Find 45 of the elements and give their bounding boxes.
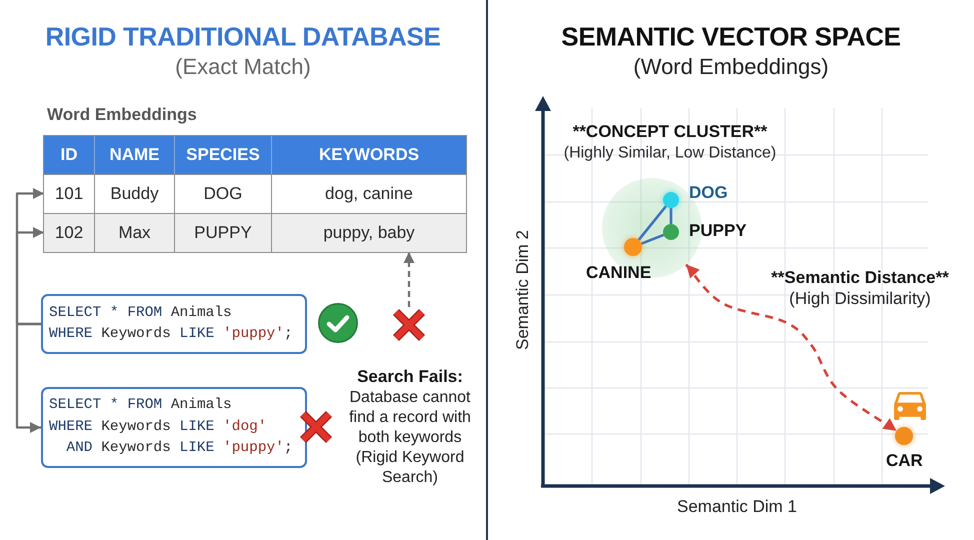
panel-subtitle: (Exact Match) [175, 54, 311, 80]
point-label: CANINE [586, 262, 652, 284]
note-heading: **Semantic Distance** [771, 268, 949, 288]
link-line [670, 208, 672, 224]
link-line [640, 234, 664, 245]
note-heading: Search Fails: [357, 366, 463, 388]
cross-icon [391, 307, 427, 343]
cluster-heading: **CONCEPT CLUSTER** [572, 122, 768, 142]
arrow [16, 322, 41, 433]
table-row [44, 213, 466, 252]
code-line: SELECT * FROM Animals [49, 396, 233, 416]
dashed-arrow [685, 264, 898, 432]
table-cell: 102 [44, 214, 95, 252]
data-point [624, 238, 642, 256]
point-label: CAR [886, 450, 923, 472]
axis-label: Semantic Dim 2 [512, 230, 533, 350]
data-point [663, 224, 679, 240]
table-header-row [44, 136, 466, 174]
data-point [663, 192, 679, 208]
note-text: (High Dissimilarity) [789, 288, 931, 310]
note-text: Database cannot find a record with both keywords (Rigid Keyword Search) [348, 388, 472, 488]
code-block [41, 294, 307, 354]
panel-subtitle: (Word Embeddings) [633, 54, 829, 80]
axis-label: Semantic Dim 1 [677, 496, 797, 518]
table-cell: Max [95, 214, 175, 252]
table-row [44, 174, 466, 213]
link-line [638, 205, 667, 241]
panel-title: RIGID TRADITIONAL DATABASE [45, 21, 441, 53]
panel-title: SEMANTIC VECTOR SPACE [561, 21, 901, 53]
code-line: SELECT * FROM Animals [49, 304, 233, 322]
table-heading: Word Embeddings [47, 105, 197, 125]
code-block [41, 387, 307, 468]
code-line: AND Keywords LIKE 'puppy'; [65, 439, 294, 458]
cluster-note: (Highly Similar, Low Distance) [564, 143, 776, 163]
point-label: PUPPY [689, 220, 747, 242]
table-cell-text: dog, canine [324, 183, 414, 205]
data-point [895, 427, 913, 445]
arrow [16, 227, 44, 326]
table-cell-text: puppy, baby [322, 222, 416, 244]
column-header: KEYWORDS [318, 144, 420, 166]
table-cell: PUPPY [175, 214, 272, 252]
code-line: WHERE Keywords LIKE 'dog' [49, 418, 268, 437]
code-line: WHERE Keywords LIKE 'puppy'; [49, 325, 294, 344]
point-label: DOG [689, 182, 728, 204]
dashed-arrow [404, 252, 414, 307]
